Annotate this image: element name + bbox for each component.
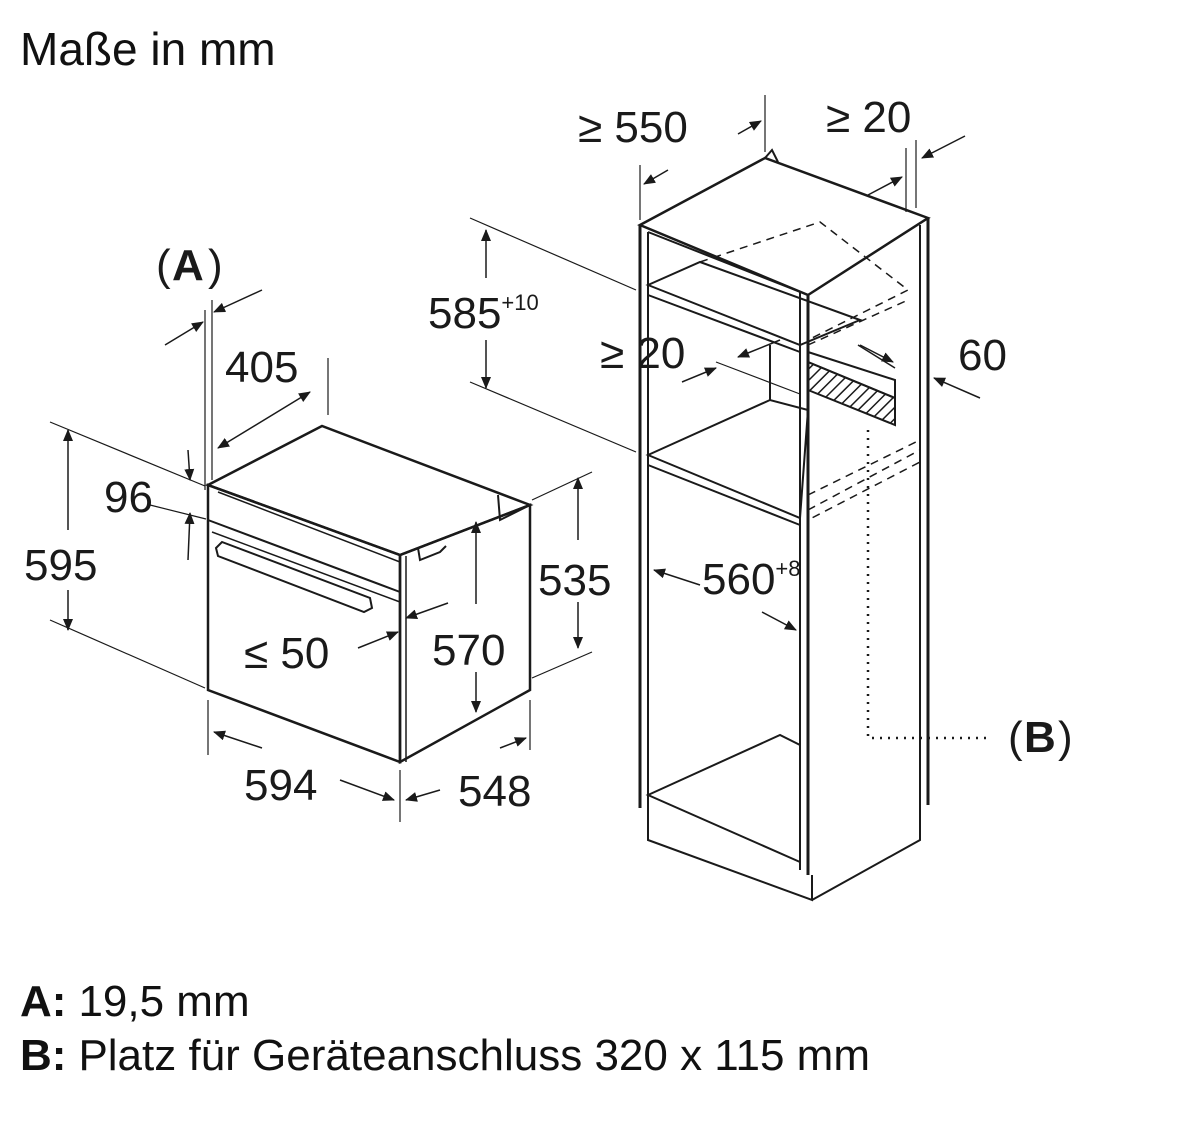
legend-b-text: Platz für Geräteanschluss 320 x 115 mm [78, 1031, 870, 1080]
dim-535: 535 [538, 556, 611, 605]
dim-570: 570 [432, 626, 505, 675]
dim-585: 585+10 [428, 289, 539, 338]
dim-max-50: ≤ 50 [244, 629, 329, 678]
dim-96: 96 [104, 473, 153, 522]
dim-405: 405 [225, 343, 298, 392]
legend-a-key: A: [20, 977, 67, 1026]
cabinet-top [637, 156, 931, 297]
label-a-close: ) [208, 241, 223, 290]
oven-drawing [204, 424, 534, 765]
label-b: B [1024, 713, 1056, 762]
dim-min-20-top: ≥ 20 [826, 93, 911, 142]
label-a-open: ( [156, 241, 171, 290]
oven-side [398, 503, 532, 765]
dim-min-550: ≥ 550 [578, 103, 688, 152]
dim-min-20-mid: ≥ 20 [600, 329, 685, 378]
oven-top [204, 424, 534, 557]
dim-595: 595 [24, 541, 97, 590]
dim-548: 548 [458, 767, 531, 816]
label-b-open: ( [1008, 713, 1023, 762]
legend-b: B:Platz für Geräteanschluss 320 x 115 mm [20, 1034, 870, 1078]
label-b-close: ) [1058, 713, 1073, 762]
cabinet-drawing [637, 148, 990, 902]
legend-a-text: 19,5 mm [78, 977, 250, 1026]
page-title: Maße in mm [20, 23, 276, 75]
cabinet-dimensions [469, 95, 981, 631]
dimension-labels: ( A ) 405 96 595 535 570 ≤ 50 594 548 ≥ … [24, 93, 1073, 816]
oven-handle [214, 540, 374, 614]
dim-60: 60 [958, 331, 1007, 380]
dim-560: 560+8 [702, 555, 801, 604]
oven-dimensions [49, 289, 593, 822]
label-a: A [172, 241, 204, 290]
oven-front [206, 483, 402, 764]
legend-a: A:19,5 mm [20, 980, 250, 1024]
dim-594: 594 [244, 761, 317, 810]
legend-b-key: B: [20, 1031, 67, 1080]
